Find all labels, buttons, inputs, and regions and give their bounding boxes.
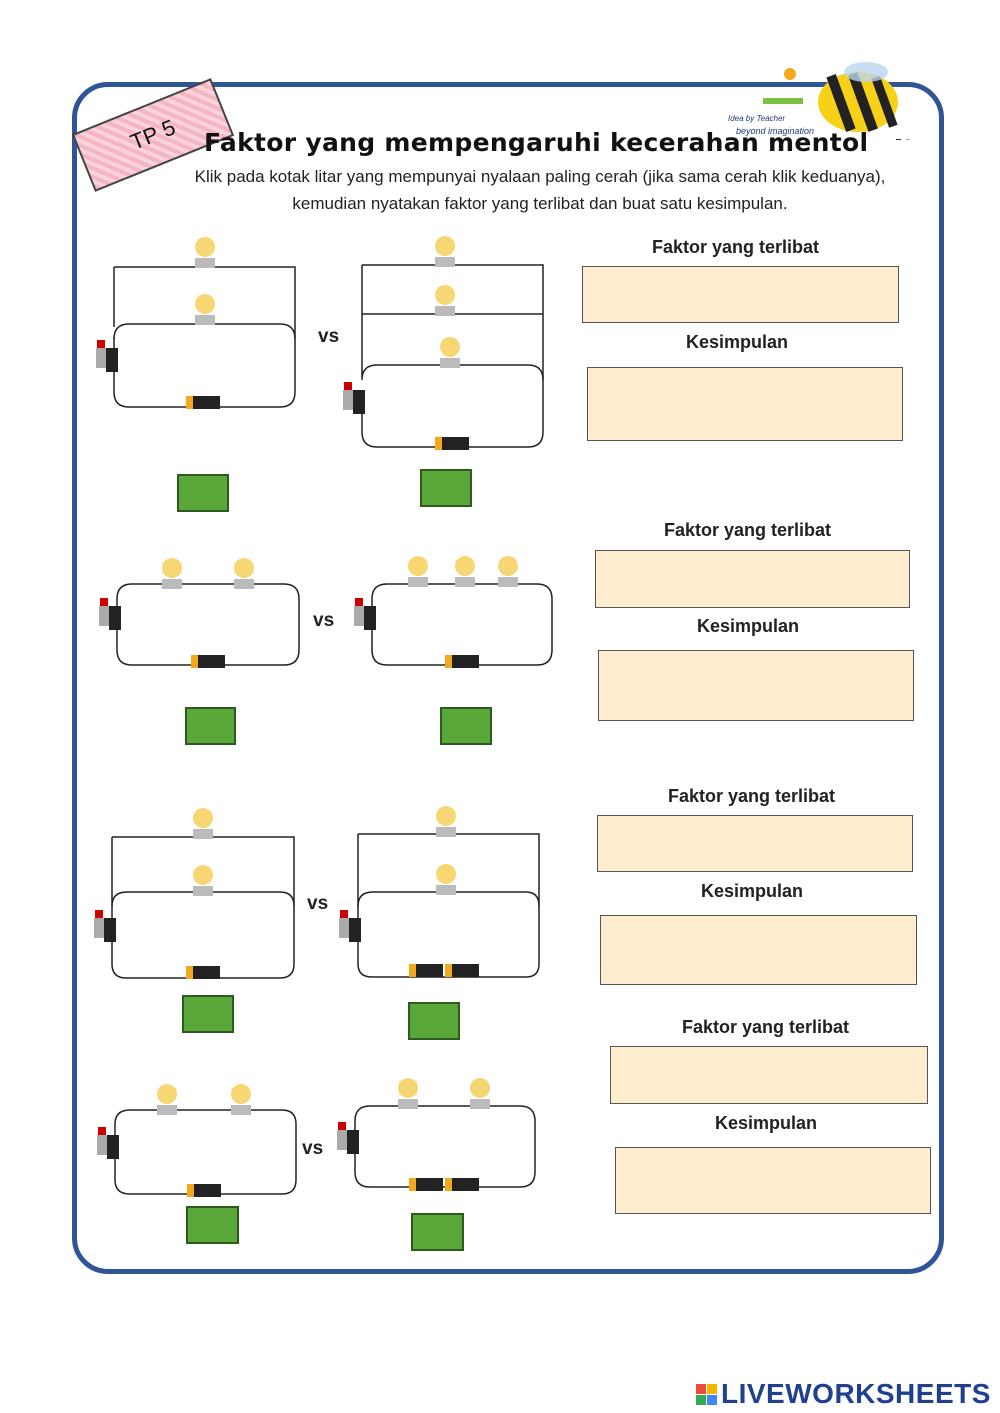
- factor-label: Faktor yang terlibat: [652, 237, 820, 257]
- factor-label: Faktor yang terlibat: [668, 786, 836, 806]
- select-circuit-box[interactable]: [411, 1213, 464, 1251]
- bulb-icon: [193, 865, 213, 896]
- battery-icon: [409, 1178, 443, 1191]
- switch-icon: [99, 598, 121, 630]
- switch-icon: [337, 1122, 359, 1154]
- conclusion-answer-input[interactable]: [615, 1147, 931, 1214]
- factor-answer-input[interactable]: [597, 815, 913, 872]
- battery-icon: [445, 1178, 479, 1191]
- circuit-parallel-3-bulbs: [343, 236, 544, 450]
- factor-label: Faktor yang terlibat: [682, 1017, 850, 1037]
- bulb-icon: [195, 294, 215, 325]
- bulb-icon: [408, 556, 428, 587]
- conclusion-answer-input[interactable]: [587, 367, 903, 441]
- bulb-icon: [440, 337, 460, 368]
- select-circuit-box[interactable]: [420, 469, 472, 507]
- battery-icon: [191, 655, 225, 668]
- circuit-series-3-bulbs: [354, 556, 553, 668]
- select-circuit-box[interactable]: [177, 474, 229, 512]
- circuit-parallel-2-bulbs-1-cell: [94, 808, 295, 979]
- vs-label: vs: [313, 610, 335, 631]
- battery-icon: [409, 964, 443, 977]
- battery-icon: [186, 396, 220, 409]
- bee-logo-icon: Idea by Teacher beyond imagination: [728, 60, 938, 161]
- select-circuit-box[interactable]: [186, 1206, 239, 1244]
- conclusion-label: Kesimpulan: [697, 616, 800, 636]
- battery-icon: [445, 964, 479, 977]
- bulb-icon: [435, 236, 455, 267]
- bulb-icon: [231, 1084, 251, 1115]
- select-circuit-box[interactable]: [408, 1002, 460, 1040]
- circuit-series-2-bulbs-1-cell: [97, 1084, 297, 1197]
- circuit-parallel-2-bulbs-2-cells: [339, 806, 540, 978]
- factor-answer-input[interactable]: [595, 550, 910, 608]
- logo-caption-1: Idea by Teacher: [728, 114, 786, 123]
- switch-icon: [354, 598, 376, 630]
- bulb-icon: [193, 808, 213, 839]
- select-circuit-box[interactable]: [185, 707, 236, 745]
- conclusion-answer-input[interactable]: [600, 915, 917, 985]
- bulb-icon: [195, 237, 215, 268]
- battery-icon: [187, 1184, 221, 1197]
- factor-answer-input[interactable]: [610, 1046, 928, 1104]
- vs-label: vs: [302, 1138, 324, 1159]
- switch-icon: [339, 910, 361, 942]
- bulb-icon: [498, 556, 518, 587]
- bulb-icon: [157, 1084, 177, 1115]
- switch-icon: [97, 1127, 119, 1159]
- logo-caption-2: beyond imagination: [736, 126, 815, 136]
- circuit-parallel-2-bulbs: [96, 237, 296, 409]
- worksheet-frame: [72, 82, 944, 1274]
- page-title: Faktor yang mempengaruhi kecerahan mento…: [204, 128, 869, 157]
- bulb-icon: [162, 558, 182, 589]
- bulb-icon: [455, 556, 475, 587]
- conclusion-answer-input[interactable]: [598, 650, 914, 721]
- liveworksheets-brand: LIVEWORKSHEETS: [696, 1378, 991, 1410]
- battery-icon: [445, 655, 479, 668]
- conclusion-label: Kesimpulan: [715, 1113, 818, 1133]
- select-circuit-box[interactable]: [182, 995, 234, 1033]
- battery-icon: [435, 437, 469, 450]
- switch-icon: [94, 910, 116, 942]
- factor-answer-input[interactable]: [582, 266, 899, 323]
- bulb-icon: [436, 806, 456, 837]
- instruction-text: Klik pada kotak litar yang mempunyai nya…: [194, 167, 886, 213]
- conclusion-label: Kesimpulan: [686, 332, 789, 352]
- switch-icon: [343, 382, 365, 414]
- bulb-icon: [398, 1078, 418, 1109]
- bulb-icon: [234, 558, 254, 589]
- conclusion-label: Kesimpulan: [701, 881, 804, 901]
- vs-label: vs: [318, 326, 340, 347]
- factor-label: Faktor yang terlibat: [664, 520, 832, 540]
- circuit-series-2-bulbs: [99, 558, 300, 668]
- bulb-icon: [435, 285, 455, 316]
- brand-text: LIVEWORKSHEETS: [721, 1378, 991, 1409]
- vs-label: vs: [307, 893, 329, 914]
- bulb-icon: [470, 1078, 490, 1109]
- liveworksheets-logo-icon: [696, 1383, 717, 1405]
- select-circuit-box[interactable]: [440, 707, 492, 745]
- bulb-icon: [436, 864, 456, 895]
- battery-icon: [186, 966, 220, 979]
- circuit-series-2-bulbs-2-cells: [337, 1078, 536, 1191]
- switch-icon: [96, 340, 118, 372]
